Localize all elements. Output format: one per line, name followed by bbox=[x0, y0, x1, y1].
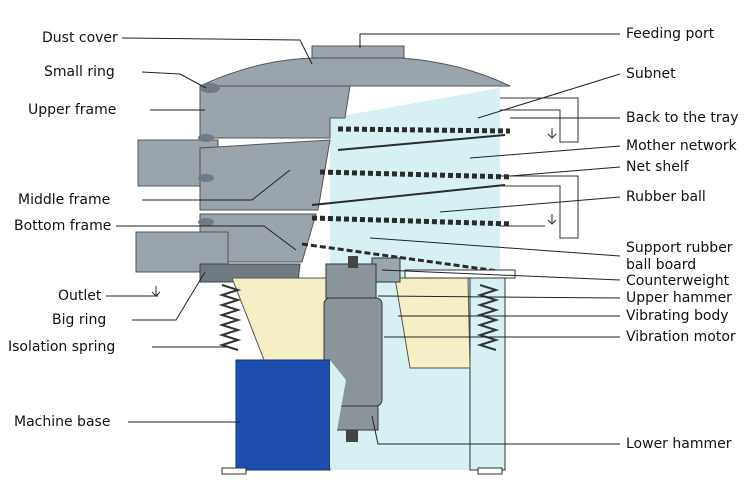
base-foot-left bbox=[221, 467, 247, 475]
leader-lower-hammer bbox=[371, 415, 620, 445]
leader-rubber-ball bbox=[439, 196, 621, 213]
label-mother-network: Mother network bbox=[626, 138, 737, 154]
right-outlet-middle bbox=[500, 175, 579, 239]
machine-base bbox=[235, 359, 331, 471]
leader-support-rubber bbox=[369, 237, 621, 257]
leader-big-ring bbox=[132, 271, 206, 321]
label-bottom-frame: Bottom frame bbox=[14, 218, 112, 234]
small-ring bbox=[200, 83, 220, 93]
motor-shaft-low bbox=[346, 430, 358, 442]
leader-subnet bbox=[477, 73, 621, 119]
label-isolation-spring: Isolation spring bbox=[8, 339, 116, 355]
support-board bbox=[301, 242, 506, 274]
label-middle-frame: Middle frame bbox=[18, 192, 111, 208]
leader-upper-hammer bbox=[377, 295, 621, 299]
label-subnet: Subnet bbox=[626, 66, 676, 82]
dust-cover bbox=[199, 57, 511, 87]
counterweight-plate bbox=[404, 269, 516, 279]
isolation-spring-left bbox=[218, 284, 242, 351]
outlet-arrow-left bbox=[151, 286, 161, 297]
isolation-spring-right bbox=[476, 284, 500, 351]
frame-tie bbox=[337, 134, 506, 151]
label-net-shelf: Net shelf bbox=[626, 159, 689, 175]
label-vibrating-body: Vibrating body bbox=[626, 308, 729, 324]
middle-frame bbox=[199, 139, 331, 211]
label-feeding-port: Feeding port bbox=[626, 26, 715, 42]
ring-ridge bbox=[198, 134, 214, 142]
label-dust-cover: Dust cover bbox=[42, 30, 118, 46]
label-upper-hammer: Upper hammer bbox=[626, 290, 732, 306]
leader-counterweight bbox=[381, 269, 621, 281]
leader-bottom-frame bbox=[116, 225, 297, 251]
label-support-rubber-2: ball board bbox=[626, 257, 697, 273]
leader-net-shelf bbox=[509, 166, 621, 177]
leader-small-ring bbox=[141, 71, 207, 89]
subnet-mesh bbox=[337, 126, 511, 134]
label-lower-hammer: Lower hammer bbox=[626, 436, 732, 452]
label-rubber-ball: Rubber ball bbox=[626, 189, 706, 205]
outlet-arrow-right-2 bbox=[547, 214, 557, 225]
outlet-arrow-right-1 bbox=[547, 128, 557, 139]
label-upper-frame: Upper frame bbox=[28, 102, 117, 118]
leader-feeding-port bbox=[359, 33, 620, 48]
label-vibration-motor: Vibration motor bbox=[626, 329, 736, 345]
ring-ridge bbox=[198, 174, 214, 182]
leader-middle-frame bbox=[142, 169, 291, 201]
upper-frame bbox=[199, 85, 351, 139]
motor-shaft bbox=[348, 256, 358, 268]
label-machine-base: Machine base bbox=[14, 414, 111, 430]
label-outlet: Outlet bbox=[58, 288, 102, 304]
upper-hammer bbox=[325, 263, 377, 299]
label-support-rubber-1: Support rubber bbox=[626, 240, 733, 256]
label-big-ring: Big ring bbox=[52, 312, 107, 328]
machine-base-cut bbox=[330, 360, 346, 470]
leader-mother-network bbox=[469, 145, 621, 159]
right-outlet-upper bbox=[500, 97, 579, 143]
frame-tie bbox=[311, 184, 506, 206]
bottom-mesh bbox=[311, 215, 513, 227]
label-small-ring: Small ring bbox=[44, 64, 115, 80]
mother-mesh bbox=[319, 169, 513, 180]
ring-ridge bbox=[198, 218, 214, 226]
vibrating-body-cone bbox=[231, 277, 331, 371]
interior-cutaway-right-box bbox=[469, 274, 506, 471]
leader-dust-cover bbox=[121, 37, 313, 65]
feeding-port bbox=[311, 45, 405, 59]
label-back-to-tray: Back to the tray bbox=[626, 110, 739, 126]
label-counterweight: Counterweight bbox=[626, 273, 730, 289]
base-foot-right bbox=[477, 467, 503, 475]
